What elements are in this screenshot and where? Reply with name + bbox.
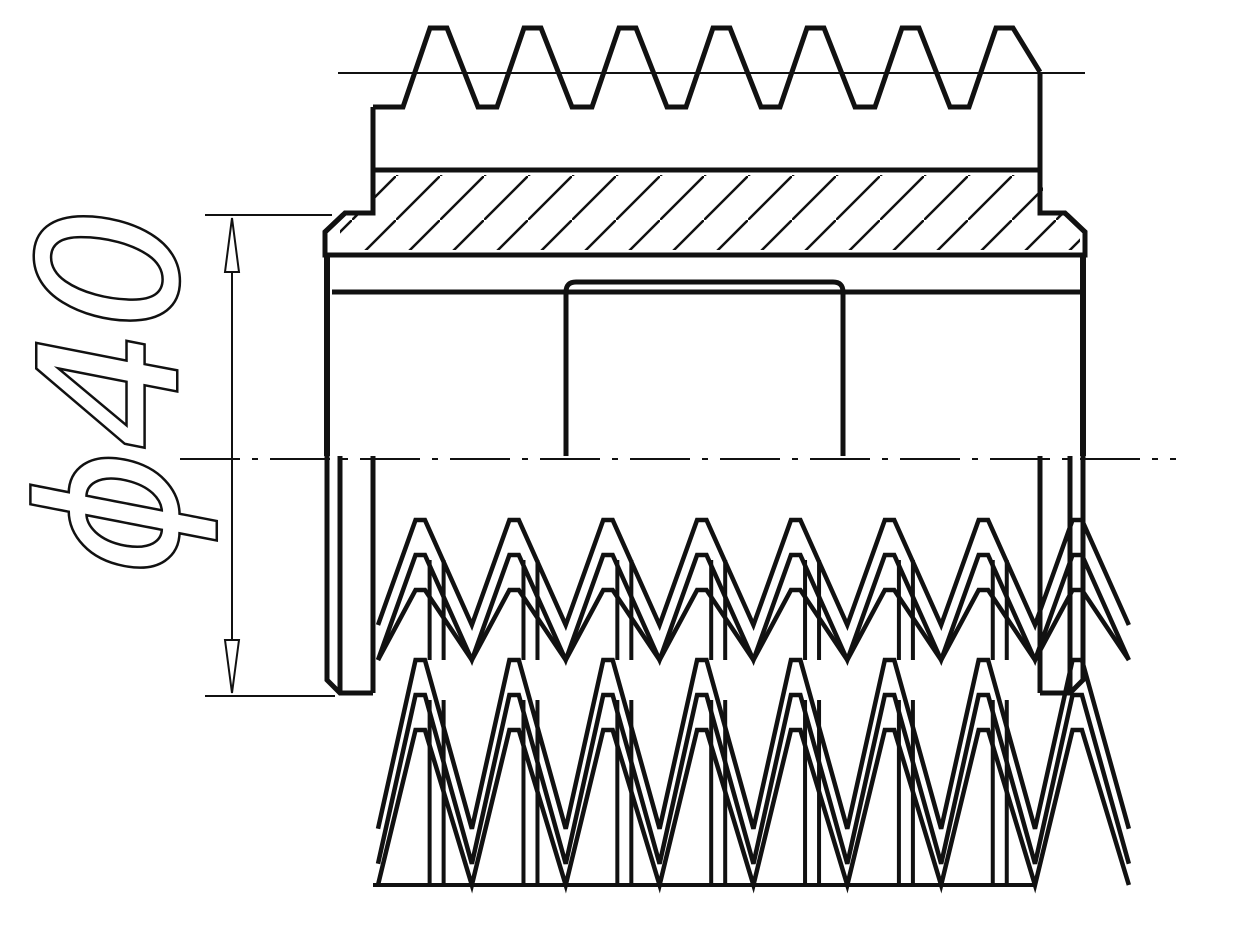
lower-left-flange — [324, 456, 376, 696]
knurl-ridge-1-0 — [375, 657, 1132, 830]
dimension-arrow-top — [223, 217, 241, 273]
dimension-label: ϕ40 — [0, 208, 221, 575]
knurled-surface — [373, 517, 1132, 894]
dimension-arrow-bottom — [223, 639, 241, 694]
lower-right-flange — [1037, 456, 1086, 696]
keyway-slot — [563, 279, 846, 456]
hatched-section — [340, 175, 1080, 250]
knurl-ridge-0-2 — [376, 587, 1131, 665]
knurl-ridge-0-0 — [375, 517, 1131, 632]
knurl-ridge-1-1 — [375, 692, 1132, 865]
top-thread-profile — [373, 25, 1043, 110]
